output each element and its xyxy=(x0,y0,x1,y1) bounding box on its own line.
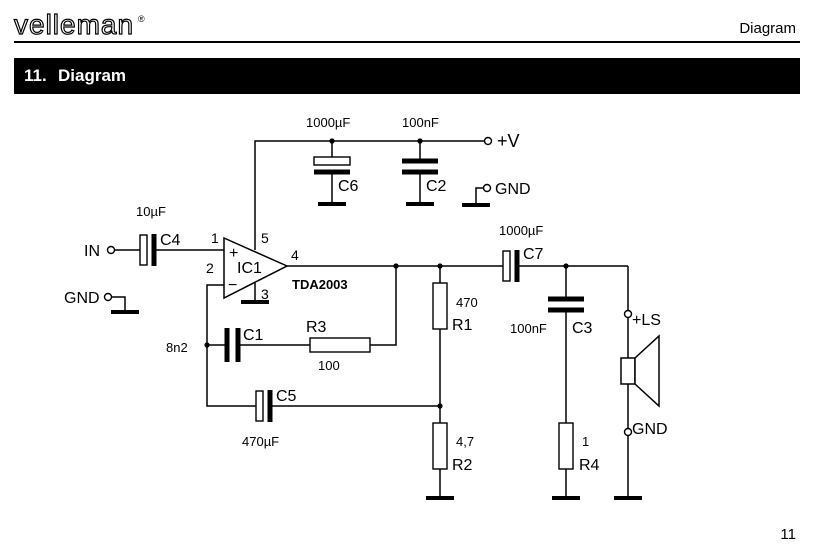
supply-terminal xyxy=(483,136,493,146)
registered-mark: ® xyxy=(138,14,145,24)
section-number: 11. xyxy=(24,66,47,85)
input-terminal xyxy=(106,245,116,255)
r4-label: R4 xyxy=(579,457,600,474)
c4-label: C4 xyxy=(160,232,181,249)
c6-value: 1000µF xyxy=(306,115,350,130)
ic-part: TDA2003 xyxy=(292,277,348,292)
page-number: 11 xyxy=(780,526,796,543)
c2-label: C2 xyxy=(426,178,447,195)
supply-rail xyxy=(254,136,493,250)
r2-value: 4,7 xyxy=(456,434,474,449)
c7-value: 1000µF xyxy=(499,223,543,238)
supply-label: +V xyxy=(497,131,520,151)
r2-label: R2 xyxy=(452,457,473,474)
ground-input: GND xyxy=(64,290,139,314)
c3-label: C3 xyxy=(572,320,593,337)
gnd-top-label: GND xyxy=(495,181,531,198)
c6-label: C6 xyxy=(338,178,359,195)
capacitor-c2: 100nF C2 xyxy=(402,115,447,206)
ic1-amplifier: + − IC1 1 2 3 4 5 TDA2003 xyxy=(204,230,348,407)
c1-value: 8n2 xyxy=(166,340,188,355)
gnd-input-label: GND xyxy=(64,290,100,307)
r1-label: R1 xyxy=(452,317,473,334)
velleman-logo: velleman xyxy=(13,9,135,40)
resistor-r4: 1 R4 xyxy=(552,422,600,500)
c3-value: 100nF xyxy=(510,321,547,336)
c4-value: 10µF xyxy=(136,204,166,219)
r3-value: 100 xyxy=(318,358,340,373)
ic-label: IC1 xyxy=(237,260,262,277)
c1-label: C1 xyxy=(243,327,264,344)
capacitor-c7: 1000µF C7 xyxy=(499,223,628,282)
input-label: IN xyxy=(84,243,100,260)
ground-top: GND xyxy=(462,181,531,207)
ic-plus: + xyxy=(229,245,238,262)
capacitor-c3: 100nF C3 xyxy=(510,266,593,423)
capacitor-c1: C1 8n2 xyxy=(166,327,310,362)
resistor-r1: 470 R1 xyxy=(432,266,478,423)
ls-gnd-label: GND xyxy=(632,421,668,438)
input-section: IN 10µF C4 xyxy=(84,204,224,266)
c5-label: C5 xyxy=(276,388,297,405)
header-section-label: Diagram xyxy=(739,20,796,37)
section-heading: 11. Diagram xyxy=(14,58,800,94)
ic-pin2: 2 xyxy=(206,260,214,276)
speaker-icon xyxy=(620,357,636,385)
ls-plus-label: +LS xyxy=(632,312,661,329)
header-divider xyxy=(14,41,800,43)
resistor-r3: R3 100 xyxy=(306,319,371,373)
r4-value: 1 xyxy=(582,434,589,449)
ls-plus-terminal xyxy=(623,309,633,319)
c7-label: C7 xyxy=(523,246,544,263)
ic-pin4: 4 xyxy=(291,247,299,263)
c2-value: 100nF xyxy=(402,115,439,130)
ic-minus: − xyxy=(228,277,237,294)
loudspeaker: +LS GND xyxy=(614,266,668,500)
section-title: Diagram xyxy=(58,66,127,85)
r3-label: R3 xyxy=(306,319,327,336)
r1-value: 470 xyxy=(456,295,478,310)
capacitor-c5: C5 470µF xyxy=(242,388,443,449)
ic-pin5: 5 xyxy=(261,230,269,246)
resistor-r2: 4,7 R2 xyxy=(426,422,474,500)
ic-pin1: 1 xyxy=(211,230,219,246)
ls-gnd-terminal xyxy=(623,427,633,437)
c5-value: 470µF xyxy=(242,434,279,449)
page-header: velleman ® Diagram xyxy=(13,9,800,42)
ic-pin3: 3 xyxy=(261,286,269,302)
capacitor-c6: 1000µF C6 xyxy=(306,115,359,206)
